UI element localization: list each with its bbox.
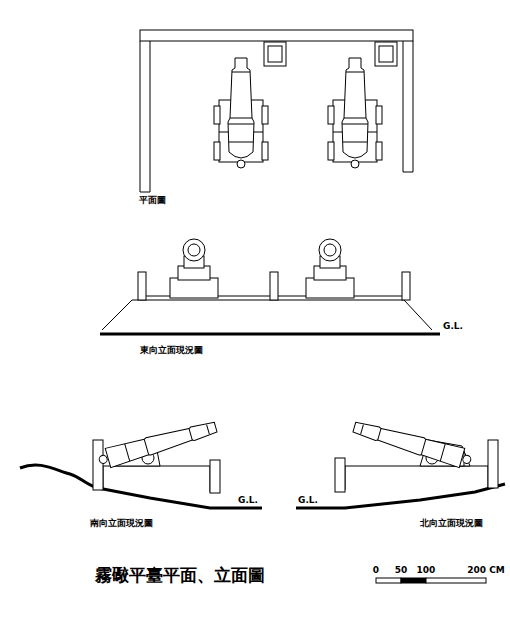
scale-number: 200 CM	[467, 566, 504, 576]
view-label: 南向立面現況圖	[90, 519, 153, 529]
view-label: 東向立面現況圖	[140, 346, 203, 356]
ground-level-mark: G.L.	[238, 496, 258, 506]
north-elevation	[296, 440, 505, 508]
view-label: 北向立面現況圖	[420, 519, 483, 529]
drawing-title: 霧礮平臺平面、立面圖	[95, 566, 265, 585]
scale-number: 100	[417, 566, 436, 576]
scale-number: 50	[395, 566, 408, 576]
ground-level-mark: G.L.	[443, 322, 463, 332]
scale-bar	[376, 578, 486, 583]
east-elevation	[100, 272, 440, 334]
view-label: 平面圖	[139, 196, 166, 206]
scale-number: 0	[373, 566, 379, 576]
ground-level-mark: G.L.	[298, 496, 318, 506]
plan-view	[140, 30, 413, 192]
